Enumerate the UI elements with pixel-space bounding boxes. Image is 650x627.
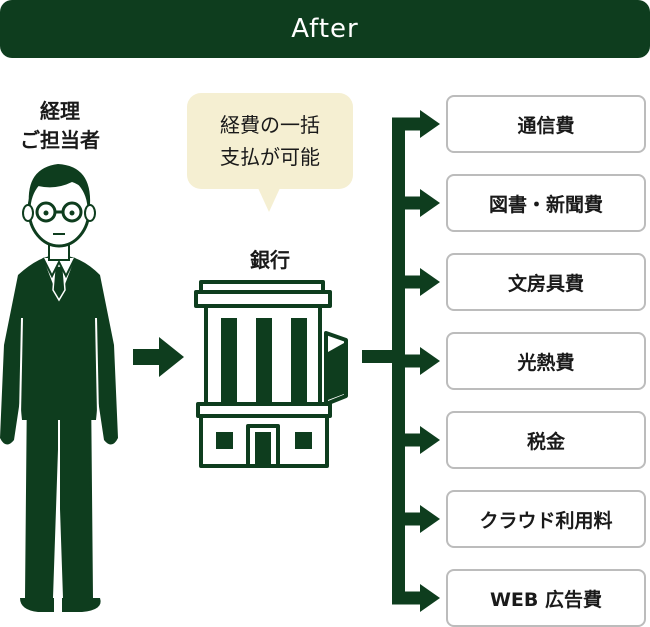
category-label: 税金 — [526, 430, 565, 453]
branch-arrow-icon — [392, 347, 440, 375]
branch-arrow-icon — [392, 268, 440, 296]
bank-label: 銀行 — [250, 248, 290, 272]
distribution-arrows-icon — [362, 110, 440, 612]
category-box: クラウド利用料 — [446, 490, 646, 548]
bubble-line2: 支払が可能 — [220, 145, 320, 169]
header-banner: After — [0, 0, 650, 58]
category-label: WEB 広告費 — [489, 588, 603, 611]
person-label: 経理 ご担当者 — [0, 97, 120, 155]
category-box: 図書・新聞費 — [446, 174, 646, 232]
branch-arrow-icon — [392, 426, 440, 454]
category-label: 光熱費 — [517, 351, 575, 374]
bubble-line1: 経費の一括 — [220, 113, 320, 137]
category-box: 税金 — [446, 411, 646, 469]
branch-arrow-icon — [392, 584, 440, 612]
speech-bubble-tail — [258, 188, 280, 212]
category-box: 文房具費 — [446, 253, 646, 311]
speech-bubble: 経費の一括 支払が可能 — [187, 93, 353, 189]
person-label-line1: 経理 — [40, 99, 80, 123]
category-box: WEB 広告費 — [446, 569, 646, 627]
category-box: 通信費 — [446, 95, 646, 153]
branch-arrow-icon — [392, 505, 440, 533]
category-label: 文房具費 — [507, 272, 584, 295]
category-label: 通信費 — [517, 114, 575, 137]
category-box: 光熱費 — [446, 332, 646, 390]
category-label: クラウド利用料 — [479, 509, 613, 532]
category-label: 図書・新聞費 — [488, 193, 603, 216]
branch-arrow-icon — [392, 189, 440, 217]
branch-arrow-icon — [392, 110, 440, 138]
person-label-line2: ご担当者 — [20, 128, 100, 152]
arrow-person-to-bank-icon — [133, 337, 184, 377]
header-title: After — [291, 14, 359, 44]
bank-building-icon — [194, 280, 348, 468]
